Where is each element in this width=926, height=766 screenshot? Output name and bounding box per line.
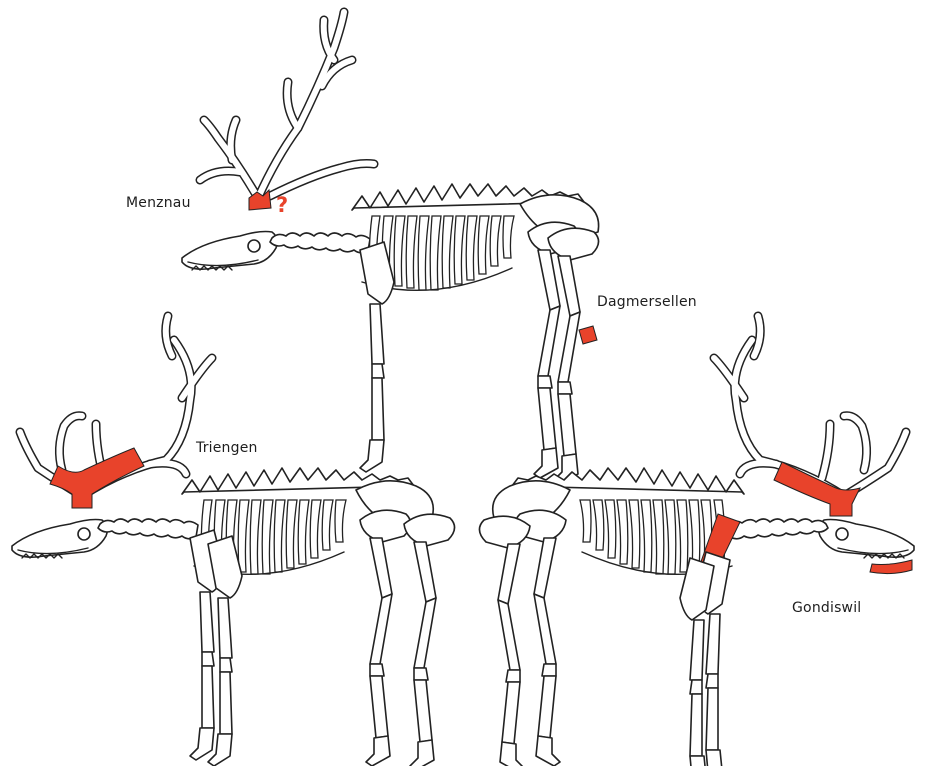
skeleton-triengen bbox=[12, 316, 455, 766]
mandible-highlight-gondiswil bbox=[870, 560, 912, 574]
label-gondiswil: Gondiswil bbox=[792, 600, 861, 616]
label-triengen: Triengen bbox=[196, 440, 258, 456]
label-dagmersellen: Dagmersellen bbox=[597, 294, 697, 310]
uncertain-mark: ? bbox=[276, 193, 288, 217]
metatarsal-highlight-dagmersellen bbox=[579, 326, 597, 344]
skeleton-menznau bbox=[182, 12, 599, 484]
label-menznau: Menznau bbox=[126, 195, 191, 211]
